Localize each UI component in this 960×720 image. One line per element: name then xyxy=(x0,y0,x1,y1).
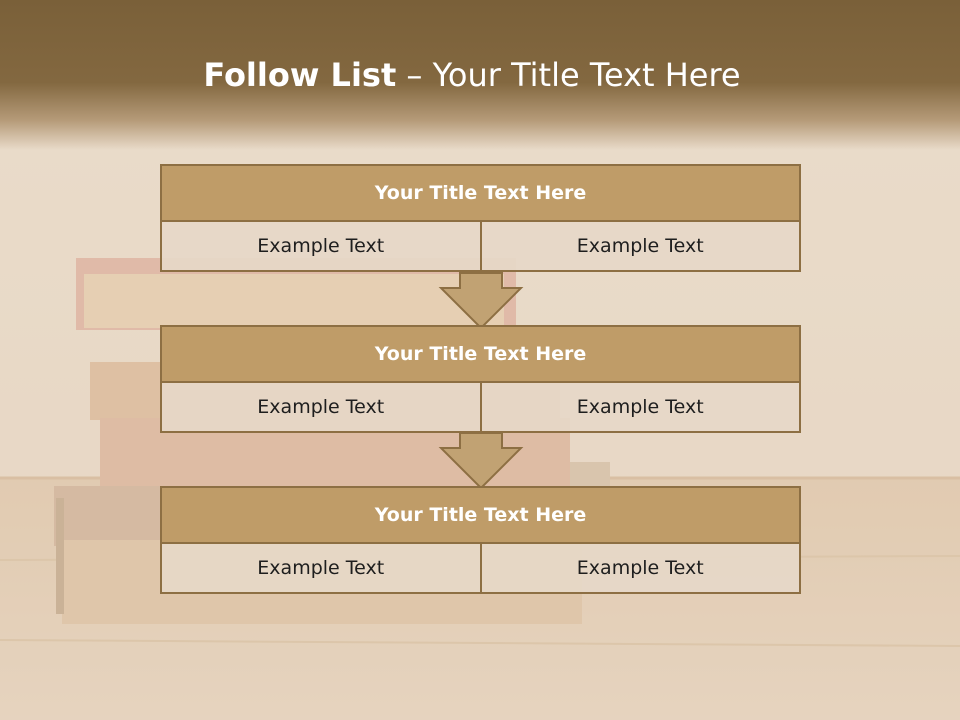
example-text-left: Example Text xyxy=(162,544,480,592)
list-block-3: Your Title Text Here Example Text Exampl… xyxy=(160,486,801,594)
list-block-2: Your Title Text Here Example Text Exampl… xyxy=(160,325,801,433)
down-arrow-icon xyxy=(438,432,524,490)
example-text-left: Example Text xyxy=(162,383,480,431)
block-title-box: Your Title Text Here xyxy=(160,486,801,544)
slide-title-rest: – Your Title Text Here xyxy=(396,56,741,94)
block-title: Your Title Text Here xyxy=(374,182,587,204)
example-text-right: Example Text xyxy=(479,383,799,431)
header-band xyxy=(0,0,960,150)
slide-title-bold: Follow List xyxy=(203,56,397,94)
block-text-row: Example Text Example Text xyxy=(160,544,801,594)
down-arrow-icon xyxy=(438,272,524,330)
block-title: Your Title Text Here xyxy=(374,504,587,526)
block-title: Your Title Text Here xyxy=(374,343,587,365)
list-block-1: Your Title Text Here Example Text Exampl… xyxy=(160,164,801,272)
example-text-right: Example Text xyxy=(479,222,799,270)
block-text-row: Example Text Example Text xyxy=(160,222,801,272)
block-title-box: Your Title Text Here xyxy=(160,325,801,383)
block-title-box: Your Title Text Here xyxy=(160,164,801,222)
example-text-right: Example Text xyxy=(479,544,799,592)
block-text-row: Example Text Example Text xyxy=(160,383,801,433)
slide-title: Follow List – Your Title Text Here xyxy=(0,56,944,94)
example-text-left: Example Text xyxy=(162,222,480,270)
